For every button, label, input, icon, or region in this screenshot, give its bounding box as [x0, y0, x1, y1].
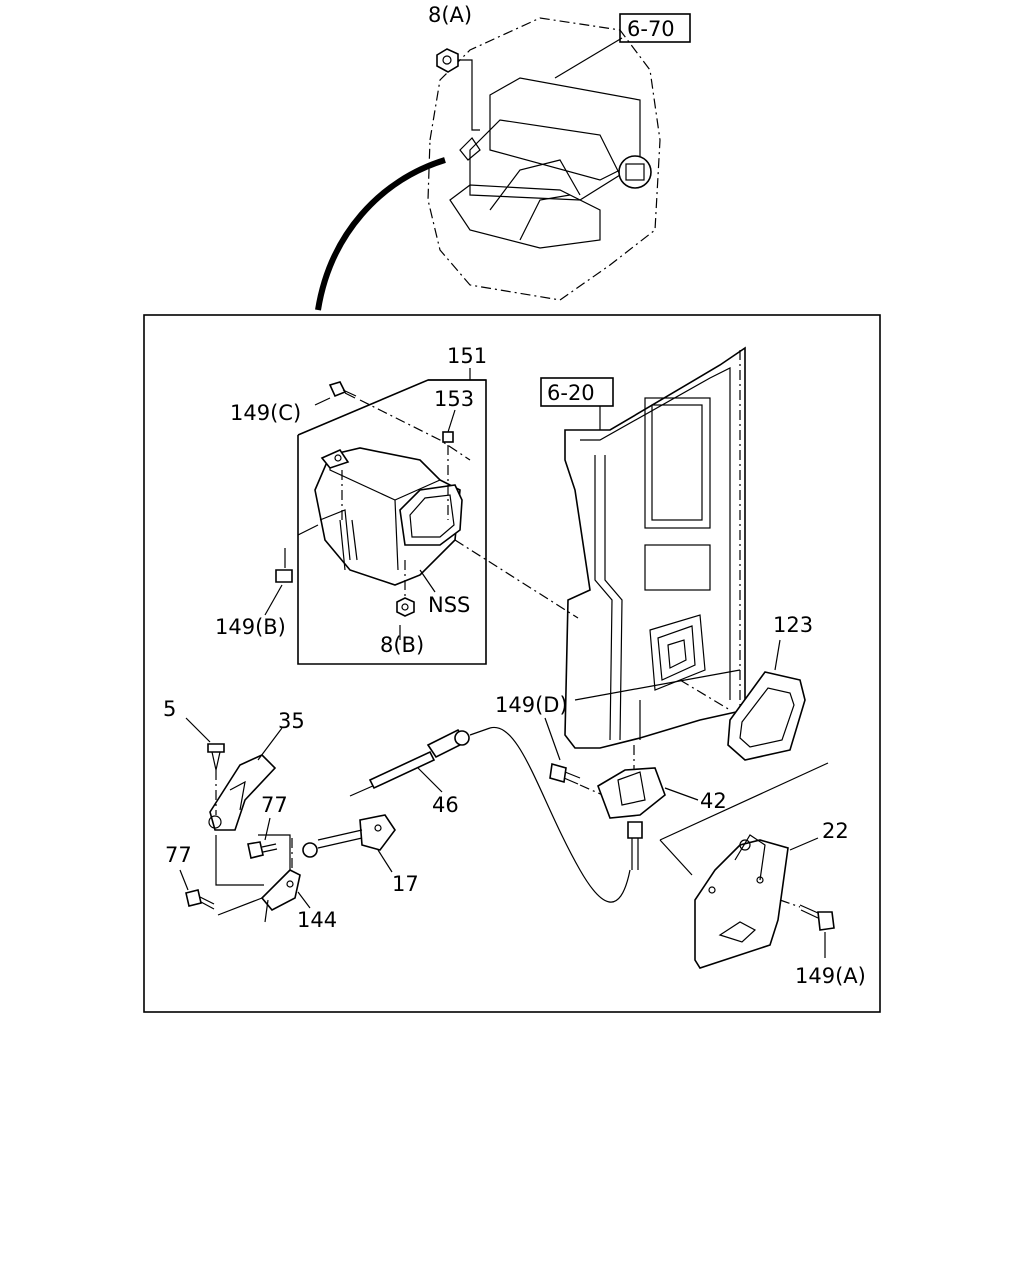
label-bolt-77a: 77 — [261, 793, 288, 817]
label-ref-6-20: 6-20 — [547, 381, 595, 405]
label-bracket-151: 151 — [447, 344, 487, 368]
label-bolt-149a: 149(A) — [795, 964, 866, 988]
label-bolt-77b: 77 — [165, 843, 192, 867]
rivet-5-icon — [207, 743, 225, 771]
nut-8b-icon — [396, 597, 415, 617]
lever-35-icon — [208, 754, 277, 831]
bolt-149d-icon — [549, 762, 581, 785]
label-bracket-144: 144 — [297, 908, 337, 932]
label-nut-8b: 8(B) — [380, 633, 424, 657]
handle-17-icon — [302, 814, 396, 858]
label-latch-plate-22: 22 — [822, 819, 849, 843]
cable-46-icon — [349, 726, 631, 903]
label-nut-8a: 8(A) — [428, 3, 472, 27]
label-bolt-149d: 149(D) — [495, 693, 568, 717]
side-panel-6-20 — [564, 346, 746, 749]
seal-123-icon — [727, 671, 806, 761]
ref-box-6-70 — [619, 13, 691, 43]
upper-cab-assembly — [315, 17, 661, 311]
bolt-149a-icon — [799, 904, 835, 931]
label-nss: NSS — [428, 593, 470, 617]
catch-42-icon — [597, 745, 666, 870]
duct-port — [618, 155, 652, 189]
label-handle-17: 17 — [392, 872, 419, 896]
bracket-144-icon — [260, 869, 301, 923]
clip-153-icon — [442, 431, 454, 443]
label-rivet-5: 5 — [163, 697, 176, 721]
label-catch-42: 42 — [700, 789, 727, 813]
ref-box-6-20 — [540, 377, 614, 407]
label-clip-153: 153 — [434, 387, 474, 411]
label-lever-35: 35 — [278, 709, 305, 733]
label-bolt-149b: 149(B) — [215, 615, 286, 639]
label-ref-6-70: 6-70 — [627, 17, 675, 41]
detail-frame — [143, 314, 881, 1013]
nut-8a-icon — [436, 48, 459, 73]
label-bolt-149c: 149(C) — [230, 401, 301, 425]
bolt-149b-icon — [275, 548, 293, 583]
bolt-77b-icon — [185, 889, 215, 910]
bolt-149c-icon — [328, 381, 357, 399]
bolt-77a-icon — [247, 841, 278, 859]
bracket-group-151 — [264, 368, 487, 665]
label-seal-123: 123 — [773, 613, 813, 637]
label-cable-46: 46 — [432, 793, 459, 817]
latch-plate-22-icon — [694, 834, 789, 969]
